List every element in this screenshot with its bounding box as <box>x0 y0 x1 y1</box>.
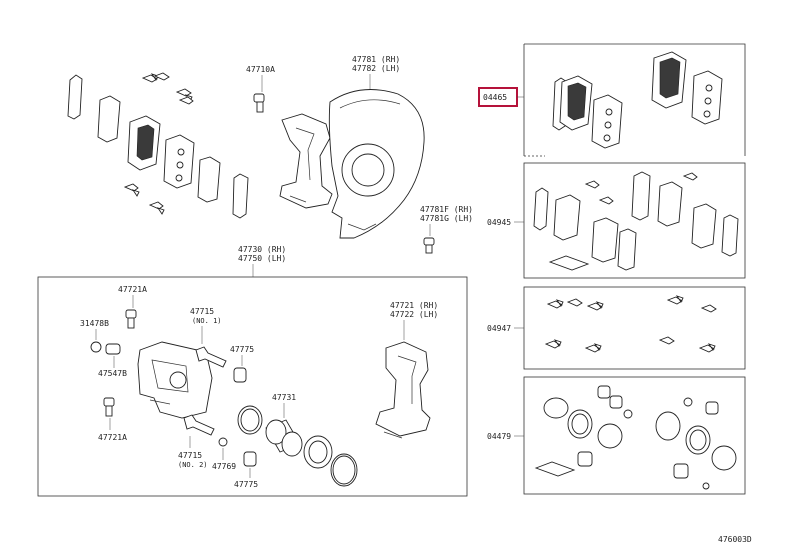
caliper-parts: 47721A 31478B 47547B 47715 (NO. 1) 47775… <box>80 285 438 489</box>
label-31478b: 31478B <box>80 319 109 328</box>
kit-04945: 04945 <box>487 162 746 279</box>
label-47750: 47750 (LH) <box>238 254 286 263</box>
dust-shield: 47781 (RH) 47782 (LH) <box>328 55 425 239</box>
label-47781: 47781 (RH) <box>352 55 400 64</box>
bolt-47781f: 47781F (RH) 47781G (LH) <box>420 205 473 254</box>
loose-pads-and-clips <box>67 72 249 219</box>
label-47722: 47722 (LH) <box>390 310 438 319</box>
label-47781f: 47781F (RH) <box>420 205 473 214</box>
label-47710a: 47710A <box>246 65 275 74</box>
label-47721: 47721 (RH) <box>390 301 438 310</box>
label-47782: 47782 (LH) <box>352 64 400 73</box>
diagram-id: 476003D <box>718 535 752 544</box>
label-47769: 47769 <box>212 462 236 471</box>
caliper-assembly-box <box>37 276 468 497</box>
label-47715-2: 47715 <box>178 451 202 460</box>
kit-04479: 04479 <box>487 376 746 495</box>
label-47721a-bot: 47721A <box>98 433 127 442</box>
label-47775-top: 47775 <box>230 345 254 354</box>
kit-04465: 04465 <box>478 43 746 157</box>
label-47781g: 47781G (LH) <box>420 214 473 223</box>
label-47715-2-note: (NO. 2) <box>178 461 208 469</box>
caliper-bracket-top <box>279 113 333 209</box>
bolt-47710a: 47710A <box>246 65 275 113</box>
label-47775-bot: 47775 <box>234 480 258 489</box>
kit-04947: 04947 <box>487 286 746 370</box>
label-04945: 04945 <box>487 218 511 227</box>
label-04947: 04947 <box>487 324 511 333</box>
label-47547b: 47547B <box>98 369 127 378</box>
label-47715-1: 47715 <box>190 307 214 316</box>
label-47730: 47730 (RH) <box>238 245 286 254</box>
label-47721a-top: 47721A <box>118 285 147 294</box>
label-47715-1-note: (NO. 1) <box>192 317 222 325</box>
label-47731: 47731 <box>272 393 296 402</box>
label-04465: 04465 <box>483 93 507 102</box>
label-04479: 04479 <box>487 432 511 441</box>
